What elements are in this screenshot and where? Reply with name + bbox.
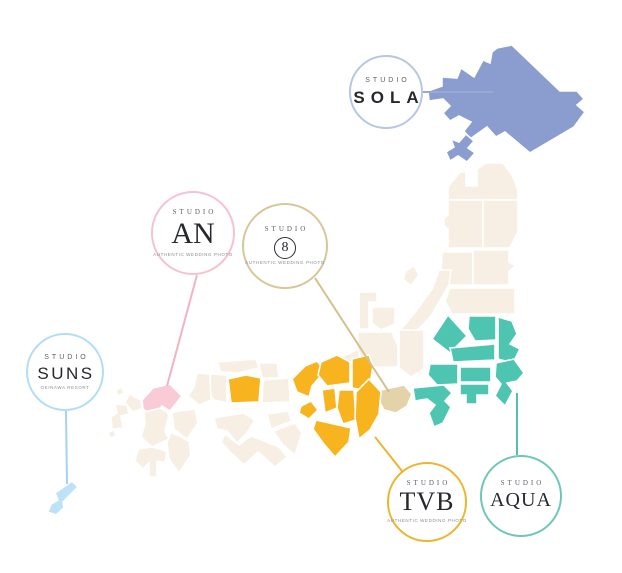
leader-line-an	[166, 274, 198, 387]
studio-an-badge[interactable]: STUDIO AN AUTHENTIC WEDDING PHOTO	[151, 191, 235, 275]
studio-eight-badge[interactable]: STUDIO 8 AUTHENTIC WEDDING PHOTO	[242, 203, 328, 289]
studio-an-brand: STUDIO	[172, 207, 217, 216]
pref-iwate	[482, 199, 519, 249]
pref-shizuoka[interactable]	[412, 384, 454, 429]
studio-suns-brand: STUDIO	[44, 353, 89, 361]
studio-eight-tagline: AUTHENTIC WEDDING PHOTO	[245, 260, 325, 266]
studio-eight-brand: STUDIO	[264, 225, 309, 234]
studio-suns-name: SUNS	[37, 363, 95, 383]
pref-tottori	[258, 362, 280, 379]
leader-line-eight	[314, 277, 390, 393]
pref-hyogo[interactable]	[291, 360, 327, 399]
studio-eight-name: 8	[274, 237, 296, 260]
pref-nagano	[398, 329, 425, 378]
pref-wakayama[interactable]	[312, 419, 352, 459]
studio-suns-tagline: OKINAWA RESORT	[40, 384, 90, 390]
pref-hokkaido-peninsula[interactable]	[444, 132, 477, 164]
pref-mie[interactable]	[354, 377, 382, 441]
leader-line-tvb	[374, 436, 403, 472]
pref-ehime	[212, 412, 257, 445]
pref-okayama[interactable]	[227, 374, 262, 404]
pref-tokyo[interactable]	[459, 366, 492, 383]
studio-sola-brand: STUDIO	[365, 76, 410, 84]
studio-aqua-badge[interactable]: STUDIO AQUA	[480, 455, 562, 537]
pref-kumamoto	[140, 407, 171, 448]
pref-osaka[interactable]	[321, 387, 338, 415]
studio-tvb-tagline: AUTHENTIC WEDDING PHOTO	[387, 518, 467, 524]
pref-hokkaido[interactable]	[427, 44, 587, 154]
pref-miyagi	[472, 249, 518, 286]
studio-suns-badge[interactable]: STUDIO SUNS OKINAWA RESORT	[26, 333, 104, 411]
pref-aichi[interactable]	[377, 384, 413, 414]
pref-yamaguchi	[186, 372, 212, 406]
pref-ibaraki[interactable]	[497, 315, 522, 364]
island-sado	[402, 264, 420, 288]
pref-miyazaki	[166, 430, 192, 475]
pref-akita	[443, 199, 484, 249]
studio-tvb-badge[interactable]: STUDIO TVB AUTHENTIC WEDDING PHOTO	[387, 462, 467, 542]
studio-aqua-name: AQUA	[490, 489, 552, 511]
pref-kyoto[interactable]	[317, 354, 351, 387]
pref-shimane	[215, 358, 261, 374]
pref-fukushima	[444, 287, 516, 315]
pref-kanagawa[interactable]	[459, 383, 490, 405]
pref-kagoshima	[134, 446, 168, 478]
pref-kochi	[220, 432, 289, 469]
pref-tokushima	[271, 422, 303, 457]
pref-ishikawa	[358, 291, 378, 330]
studio-sola-name: SOLA	[353, 87, 425, 107]
studio-aqua-brand: STUDIO	[500, 479, 545, 487]
pref-tochigi[interactable]	[467, 315, 497, 342]
pref-toyama	[371, 306, 396, 331]
studio-sola-badge[interactable]: STUDIO SOLA	[349, 55, 423, 129]
pref-kagawa	[265, 410, 294, 431]
pref-nara[interactable]	[336, 389, 357, 425]
pref-oita	[171, 408, 199, 441]
island-tsushima	[115, 385, 125, 398]
pref-saitama[interactable]	[449, 343, 496, 363]
pref-chiba[interactable]	[494, 358, 526, 408]
studio-tvb-name: TVB	[399, 487, 455, 517]
island-goto	[106, 428, 118, 440]
studio-an-tagline: AUTHENTIC WEDDING PHOTO	[153, 252, 233, 257]
pref-nagasaki	[110, 403, 130, 430]
pref-okinawa[interactable]	[46, 479, 80, 516]
pref-chugoku-east	[261, 377, 291, 404]
pref-saga	[124, 392, 143, 413]
leader-line-suns	[65, 410, 68, 485]
studio-an-name: AN	[171, 216, 215, 250]
pref-gunma[interactable]	[430, 313, 469, 355]
pref-aomori	[447, 162, 519, 201]
studio-tvb-brand: STUDIO	[406, 479, 451, 488]
island-awaji[interactable]	[298, 399, 320, 421]
pref-yamanashi[interactable]	[427, 363, 459, 386]
